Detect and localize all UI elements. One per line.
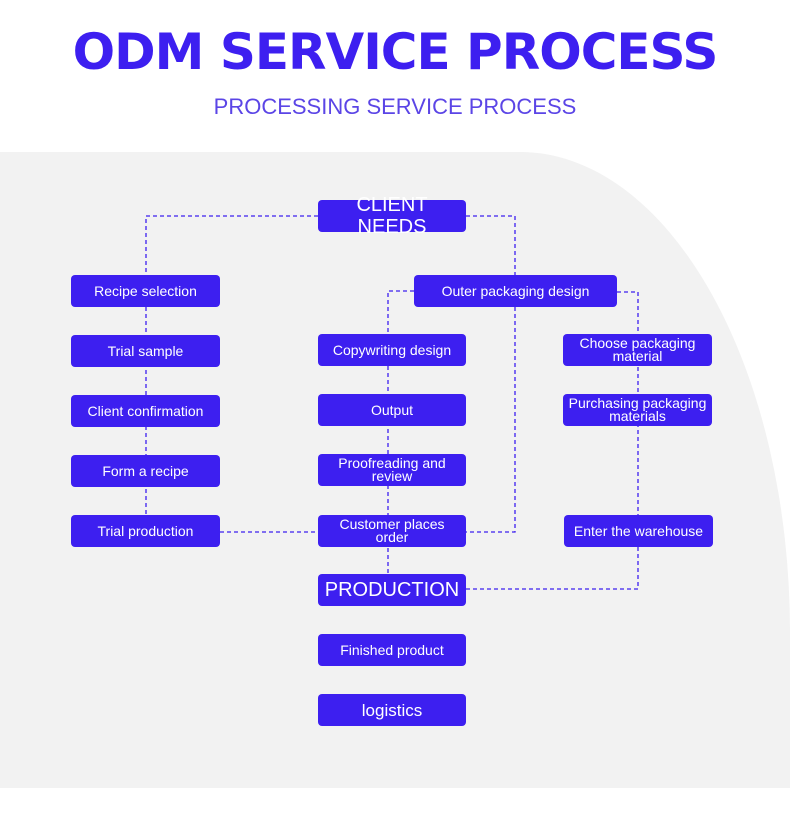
node-outer-packaging-design: Outer packaging design: [414, 275, 617, 307]
node-purchasing-packaging-materials: Purchasing packaging materials: [563, 394, 712, 426]
page-subtitle: PROCESSING SERVICE PROCESS: [213, 94, 577, 119]
node-client-confirmation: Client confirmation: [71, 395, 220, 427]
connector-needs-left: [145, 215, 318, 275]
connector-outer-order: [466, 307, 516, 533]
node-form-recipe: Form a recipe: [71, 455, 220, 487]
node-finished-product: Finished product: [318, 634, 466, 666]
connector-needs-right: [466, 215, 516, 275]
node-customer-places-order: Customer places order: [318, 515, 466, 547]
node-trial-sample: Trial sample: [71, 335, 220, 367]
connector-outer-right: [617, 291, 639, 335]
node-choose-packaging-material: Choose packaging material: [563, 334, 712, 366]
page-title: ODM SERVICE PROCESS: [72, 23, 719, 81]
node-trial-production: Trial production: [71, 515, 220, 547]
node-client-needs: CLIENT NEEDS: [318, 194, 466, 238]
node-copywriting-design: Copywriting design: [318, 334, 466, 366]
node-production: PRODUCTION: [318, 574, 466, 606]
node-logistics: logistics: [318, 694, 466, 726]
connector-outer-middle: [387, 290, 414, 335]
node-enter-warehouse: Enter the warehouse: [564, 515, 713, 547]
node-proofreading-review: Proofreading and review: [318, 454, 466, 486]
connector-warehouse-production: [466, 547, 639, 590]
node-recipe-selection: Recipe selection: [71, 275, 220, 307]
node-output: Output: [318, 394, 466, 426]
